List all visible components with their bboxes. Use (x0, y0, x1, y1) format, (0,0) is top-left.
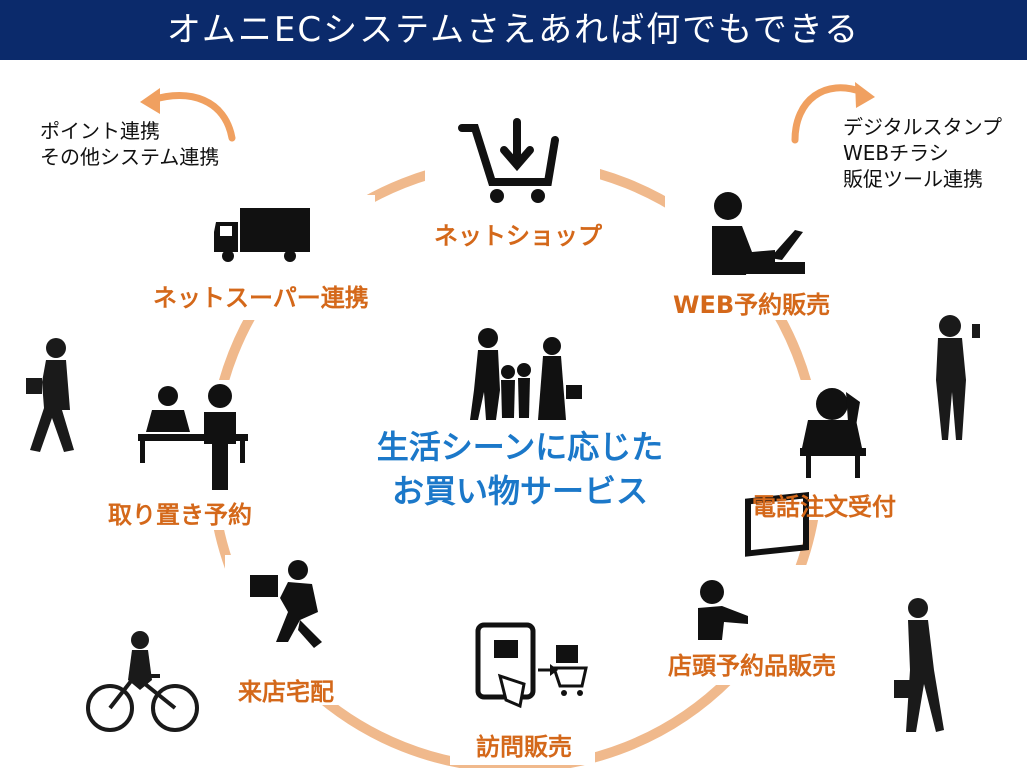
family-silhouette-icon (470, 328, 582, 420)
delivery-truck-icon (214, 208, 310, 262)
cyclist-silhouette-icon (86, 631, 199, 732)
laptop-user-icon (712, 192, 805, 275)
phone-call-icon (800, 388, 866, 478)
label-phone-order: 電話注文受付 (752, 493, 896, 521)
note-right-line: 販促ツール連携 (843, 167, 983, 191)
note-left-line: その他システム連携 (40, 145, 220, 169)
shopping-woman-silhouette-icon (894, 598, 944, 732)
delivery-person-icon (250, 560, 322, 648)
counter-service-icon (138, 384, 248, 490)
note-right: デジタルスタンプ WEBチラシ 販促ツール連携 (843, 114, 1002, 192)
note-right-line: デジタルスタンプ (843, 115, 1002, 139)
page-title: オムニECシステムさえあれば何でもできる (166, 10, 861, 50)
shopping-cart-icon (458, 118, 559, 186)
note-right-line: WEBチラシ (843, 141, 949, 165)
arrow-left-icon (148, 92, 236, 142)
label-net-supermarket: ネットスーパー連携 (153, 284, 369, 312)
monitor-presenter-icon (698, 491, 809, 640)
center-line-2: お買い物サービス (391, 472, 648, 510)
label-hold-reservation: 取り置き予約 (108, 501, 252, 529)
center-message: 生活シーンに応じた お買い物サービス (340, 425, 700, 513)
arrow-right-icon (791, 84, 866, 144)
center-line-1: 生活シーンに応じた (376, 428, 664, 466)
label-store-reservation-sales: 店頭予約品販売 (668, 652, 836, 680)
label-net-shop: ネットショップ (434, 222, 602, 250)
phone-user-silhouette-icon (936, 315, 980, 440)
note-left-line: ポイント連携 (40, 119, 160, 143)
arrowhead-left-icon (140, 88, 160, 114)
title-banner (0, 0, 1027, 60)
tablet-gift-icon (475, 622, 588, 709)
label-store-delivery: 来店宅配 (238, 678, 334, 706)
label-web-reservation: WEB予約販売 (673, 291, 831, 319)
arrowhead-right-icon (855, 82, 875, 108)
note-left: ポイント連携 その他システム連携 (40, 118, 219, 170)
walking-woman-silhouette-icon (26, 338, 74, 452)
label-door-to-door-sales: 訪問販売 (476, 733, 572, 761)
diagram-art (26, 82, 980, 768)
